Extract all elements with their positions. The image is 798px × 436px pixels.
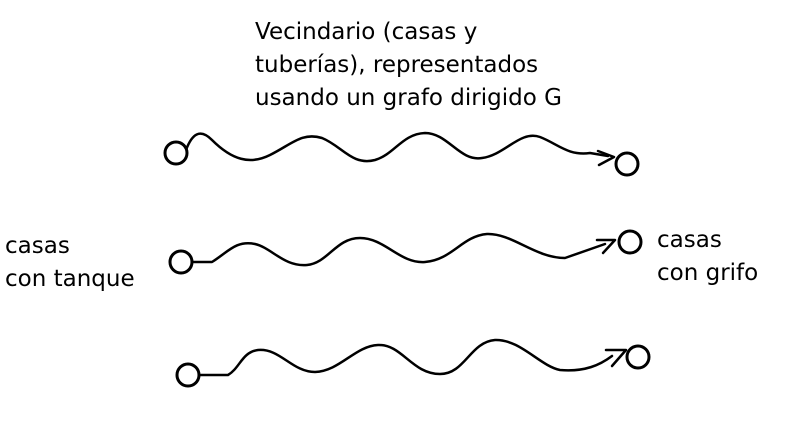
sink-label-line: con grifo [657,260,759,286]
sink-house-node [625,344,651,370]
title-line: Vecindario (casas y [255,19,478,45]
source-house-node [175,362,201,388]
pipe-edge [198,338,614,377]
arrowhead [604,348,628,368]
pipe-edge [184,131,610,163]
arrowhead [595,238,617,255]
diagram-title: Vecindario (casas y tuberías), represent… [255,16,562,115]
sink-houses-label: casas con grifo [657,224,758,290]
arrowhead [596,149,616,167]
title-line: usando un grafo dirigido G [255,85,562,111]
source-houses-label: casas con tanque [5,230,135,296]
sink-house-node [614,151,640,177]
sink-house-node [617,229,643,255]
sink-label-line: casas [657,227,722,253]
pipe-edge [191,232,607,267]
source-label-line: con tanque [5,266,135,292]
source-house-node [163,140,189,166]
source-house-node [168,249,194,275]
title-line: tuberías), representados [255,52,539,78]
source-label-line: casas [5,233,70,259]
